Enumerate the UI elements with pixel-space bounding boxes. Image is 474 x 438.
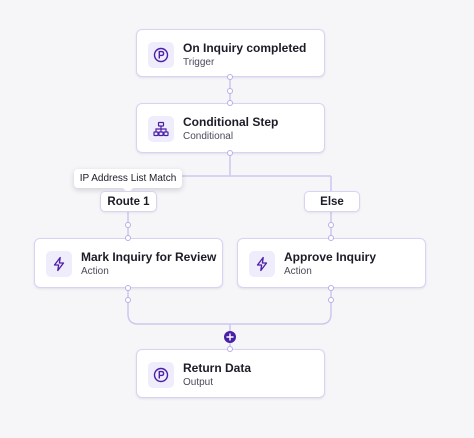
approve-input-port[interactable] <box>328 235 334 241</box>
plus-icon <box>226 333 234 341</box>
return-data-subtitle: Output <box>183 377 214 388</box>
conditional-title: Conditional Step <box>183 115 279 129</box>
persona-p-icon <box>148 42 174 68</box>
conditional-output-port[interactable] <box>227 150 233 156</box>
lightning-icon <box>249 251 275 277</box>
trigger-output-port[interactable] <box>227 74 233 80</box>
persona-p-icon <box>148 362 174 388</box>
route-condition-tooltip: IP Address List Match <box>74 169 182 193</box>
mark-review-node[interactable]: Mark Inquiry for Review Action <box>34 238 223 288</box>
trigger-title: On Inquiry completed <box>183 41 307 55</box>
mark-review-input-port[interactable] <box>125 235 131 241</box>
conditional-input-port[interactable] <box>227 100 233 106</box>
connector-merge <box>127 288 332 325</box>
hierarchy-icon <box>148 116 174 142</box>
trigger-subtitle: Trigger <box>183 57 215 68</box>
approve-title: Approve Inquiry <box>284 250 377 264</box>
approve-subtitle: Action <box>284 266 312 277</box>
else-output-port[interactable] <box>328 222 334 228</box>
approve-node[interactable]: Approve Inquiry Action <box>237 238 426 288</box>
connector-midpoint-port[interactable] <box>227 88 233 94</box>
mark-review-output-port[interactable] <box>125 285 131 291</box>
mark-review-subtitle: Action <box>81 266 109 277</box>
approve-output-port[interactable] <box>328 285 334 291</box>
conditional-node[interactable]: Conditional Step Conditional <box>136 103 325 153</box>
lightning-icon <box>46 251 72 277</box>
return-data-input-port[interactable] <box>227 346 233 352</box>
trigger-node[interactable]: On Inquiry completed Trigger <box>136 29 325 77</box>
route-1-pill[interactable]: Route 1 <box>100 191 157 212</box>
return-data-node[interactable]: Return Data Output <box>136 349 325 398</box>
route1-output-port[interactable] <box>125 222 131 228</box>
mark-review-title: Mark Inquiry for Review <box>81 250 217 264</box>
return-data-title: Return Data <box>183 361 252 375</box>
approve-merge-port[interactable] <box>328 297 334 303</box>
conditional-subtitle: Conditional <box>183 131 234 142</box>
add-step-button[interactable] <box>224 331 236 343</box>
mark-review-merge-port[interactable] <box>125 297 131 303</box>
else-route-pill[interactable]: Else <box>304 191 360 212</box>
